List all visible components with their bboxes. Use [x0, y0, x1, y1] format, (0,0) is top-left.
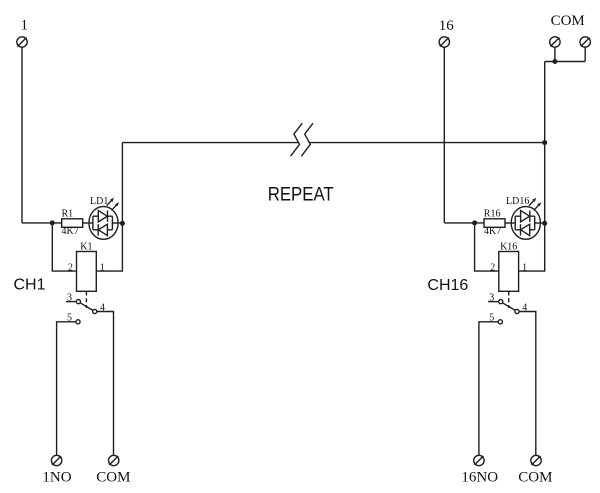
svg-text:K1: K1: [80, 242, 92, 253]
svg-text:1NO: 1NO: [42, 470, 71, 486]
svg-text:R1: R1: [62, 209, 74, 220]
svg-text:CH16: CH16: [427, 277, 468, 294]
svg-text:3: 3: [489, 293, 494, 304]
svg-text:CH1: CH1: [14, 277, 46, 294]
svg-text:1: 1: [522, 263, 527, 274]
svg-text:5: 5: [489, 313, 494, 324]
svg-text:2: 2: [68, 263, 73, 274]
svg-text:LD1: LD1: [90, 196, 108, 207]
svg-text:K16: K16: [500, 242, 517, 253]
svg-text:R16: R16: [484, 209, 501, 220]
svg-text:2: 2: [490, 263, 495, 274]
svg-text:4: 4: [522, 303, 527, 314]
svg-text:16NO: 16NO: [461, 470, 498, 486]
svg-text:1: 1: [21, 18, 29, 34]
svg-text:4K7: 4K7: [484, 226, 501, 237]
svg-text:REPEAT: REPEAT: [268, 184, 334, 206]
svg-text:LD16: LD16: [506, 196, 529, 207]
svg-text:4K7: 4K7: [62, 226, 79, 237]
svg-text:COM: COM: [96, 470, 130, 486]
svg-text:COM: COM: [551, 13, 585, 29]
svg-text:5: 5: [67, 313, 72, 324]
svg-text:4: 4: [100, 303, 105, 314]
svg-text:3: 3: [67, 293, 72, 304]
svg-text:COM: COM: [518, 470, 552, 486]
svg-text:16: 16: [439, 18, 455, 34]
svg-text:1: 1: [100, 263, 105, 274]
